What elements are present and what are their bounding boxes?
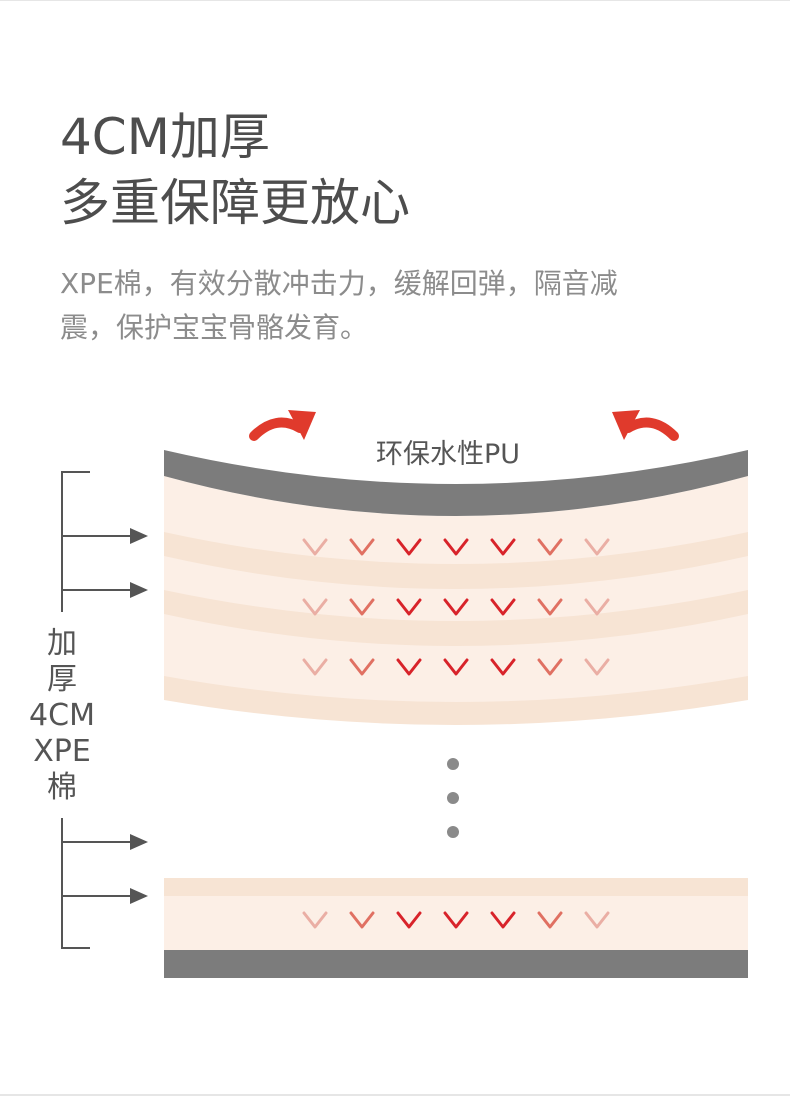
base-gray-layer [164, 950, 748, 978]
pressure-arrow-left-icon [249, 410, 316, 441]
chevron-down-icon [584, 598, 610, 616]
foam-band-2 [164, 590, 748, 646]
chevron-down-icon [443, 658, 469, 676]
chevron-down-icon [302, 598, 328, 616]
pu-layer-label: 环保水性PU [376, 439, 521, 470]
chevron-down-icon [443, 598, 469, 616]
chevron-down-icon [349, 911, 375, 929]
chevron-down-icon [490, 658, 516, 676]
chevron-down-icon [490, 538, 516, 556]
chevron-down-icon [443, 911, 469, 929]
top-divider [0, 0, 790, 1]
side-label-line: 加 [47, 626, 77, 661]
bracket-lower [61, 818, 90, 949]
chevron-down-icon [584, 658, 610, 676]
chevron-down-icon [490, 911, 516, 929]
headline-line-2: 多重保障更放心 [60, 174, 410, 232]
side-label-line: 棉 [47, 770, 77, 805]
side-label-line: XPE [33, 734, 91, 769]
pu-top-layer [164, 450, 748, 516]
headline-line-1: 4CM加厚 [60, 108, 270, 166]
chevron-down-icon [584, 538, 610, 556]
chevron-down-icon [396, 598, 422, 616]
chevron-down-icon [302, 538, 328, 556]
chevron-down-icon [537, 598, 563, 616]
chevron-down-icon [584, 911, 610, 929]
ellipsis-dot [447, 758, 459, 770]
chevron-down-icon [537, 658, 563, 676]
ellipsis-dot [447, 826, 459, 838]
chevron-down-icon [537, 538, 563, 556]
pressure-arrow-right-icon [612, 410, 679, 441]
chevron-down-icon [349, 538, 375, 556]
chevron-down-icon [396, 658, 422, 676]
foam-band-bottom [164, 878, 748, 896]
description-line-1: XPE棉，有效分散冲击力，缓解回弹，隔音减 [60, 267, 618, 300]
bottom-divider [0, 1094, 790, 1096]
chevron-down-icon [537, 911, 563, 929]
foam-layer-curved [164, 476, 748, 713]
description-line-2: 震，保护宝宝骨骼发育。 [60, 311, 369, 344]
chevron-down-icon [302, 658, 328, 676]
side-label-line: 厚 [47, 662, 77, 697]
chevron-down-icon [396, 538, 422, 556]
foam-band-3 [164, 676, 748, 725]
headline: 4CM加厚 多重保障更放心 [60, 104, 410, 236]
bracket-upper [61, 471, 90, 612]
chevron-down-icon [302, 911, 328, 929]
chevron-down-icon [443, 538, 469, 556]
chevron-down-icon [349, 598, 375, 616]
ellipsis-dot [447, 792, 459, 804]
description: XPE棉，有效分散冲击力，缓解回弹，隔音减 震，保护宝宝骨骼发育。 [60, 262, 750, 350]
chevron-down-icon [490, 598, 516, 616]
chevron-down-icon [349, 658, 375, 676]
chevron-down-icon [396, 911, 422, 929]
foam-band-1 [164, 532, 748, 589]
side-label-line: 4CM [29, 698, 95, 733]
side-thickness-label: 加 厚 4CM XPE 棉 [22, 626, 102, 806]
